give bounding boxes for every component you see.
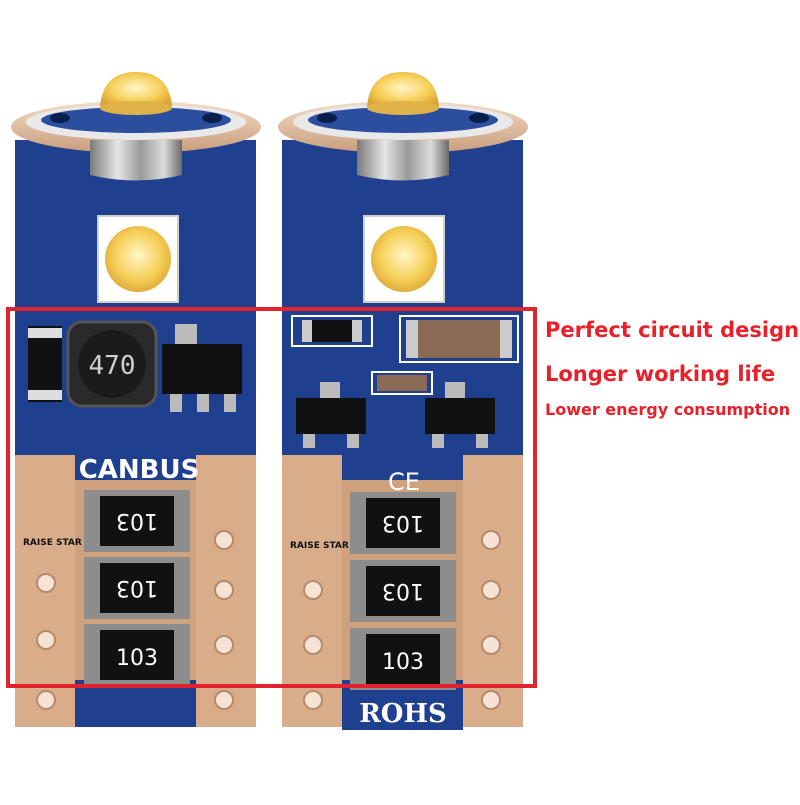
- resistor-left-3: 103: [84, 624, 190, 686]
- ce-mark: CE: [388, 468, 420, 496]
- resistor-right-3: 103: [350, 628, 456, 690]
- feature-energy-consumption: Lower energy consumption: [545, 400, 791, 419]
- resistor-right-2: 103: [350, 560, 456, 622]
- resistor-left-1: 103: [84, 490, 190, 552]
- feature-circuit-design: Perfect circuit design: [545, 318, 800, 342]
- resistor-left-2: 103: [84, 557, 190, 619]
- left-bulb: 470 CANBUS RAISE STAR 103 103 103: [11, 72, 261, 727]
- brand-label-left: RAISE STAR: [23, 538, 82, 548]
- svg-text:103: 103: [116, 575, 158, 600]
- svg-text:103: 103: [116, 508, 158, 533]
- feature-working-life: Longer working life: [545, 362, 776, 386]
- canbus-label: CANBUS: [79, 455, 200, 485]
- svg-text:103: 103: [382, 578, 424, 603]
- highlight-box: [6, 307, 537, 688]
- svg-text:103: 103: [116, 646, 158, 671]
- resistor-right-1: 103: [350, 492, 456, 554]
- svg-text:103: 103: [382, 650, 424, 675]
- svg-text:103: 103: [382, 510, 424, 535]
- right-bulb: CE RAISE STAR 103 103 103 ROHS: [278, 72, 528, 730]
- brand-label-right: RAISE STAR: [290, 541, 349, 551]
- rohs-label: ROHS: [359, 699, 447, 729]
- inductor-marking: 470: [89, 351, 136, 381]
